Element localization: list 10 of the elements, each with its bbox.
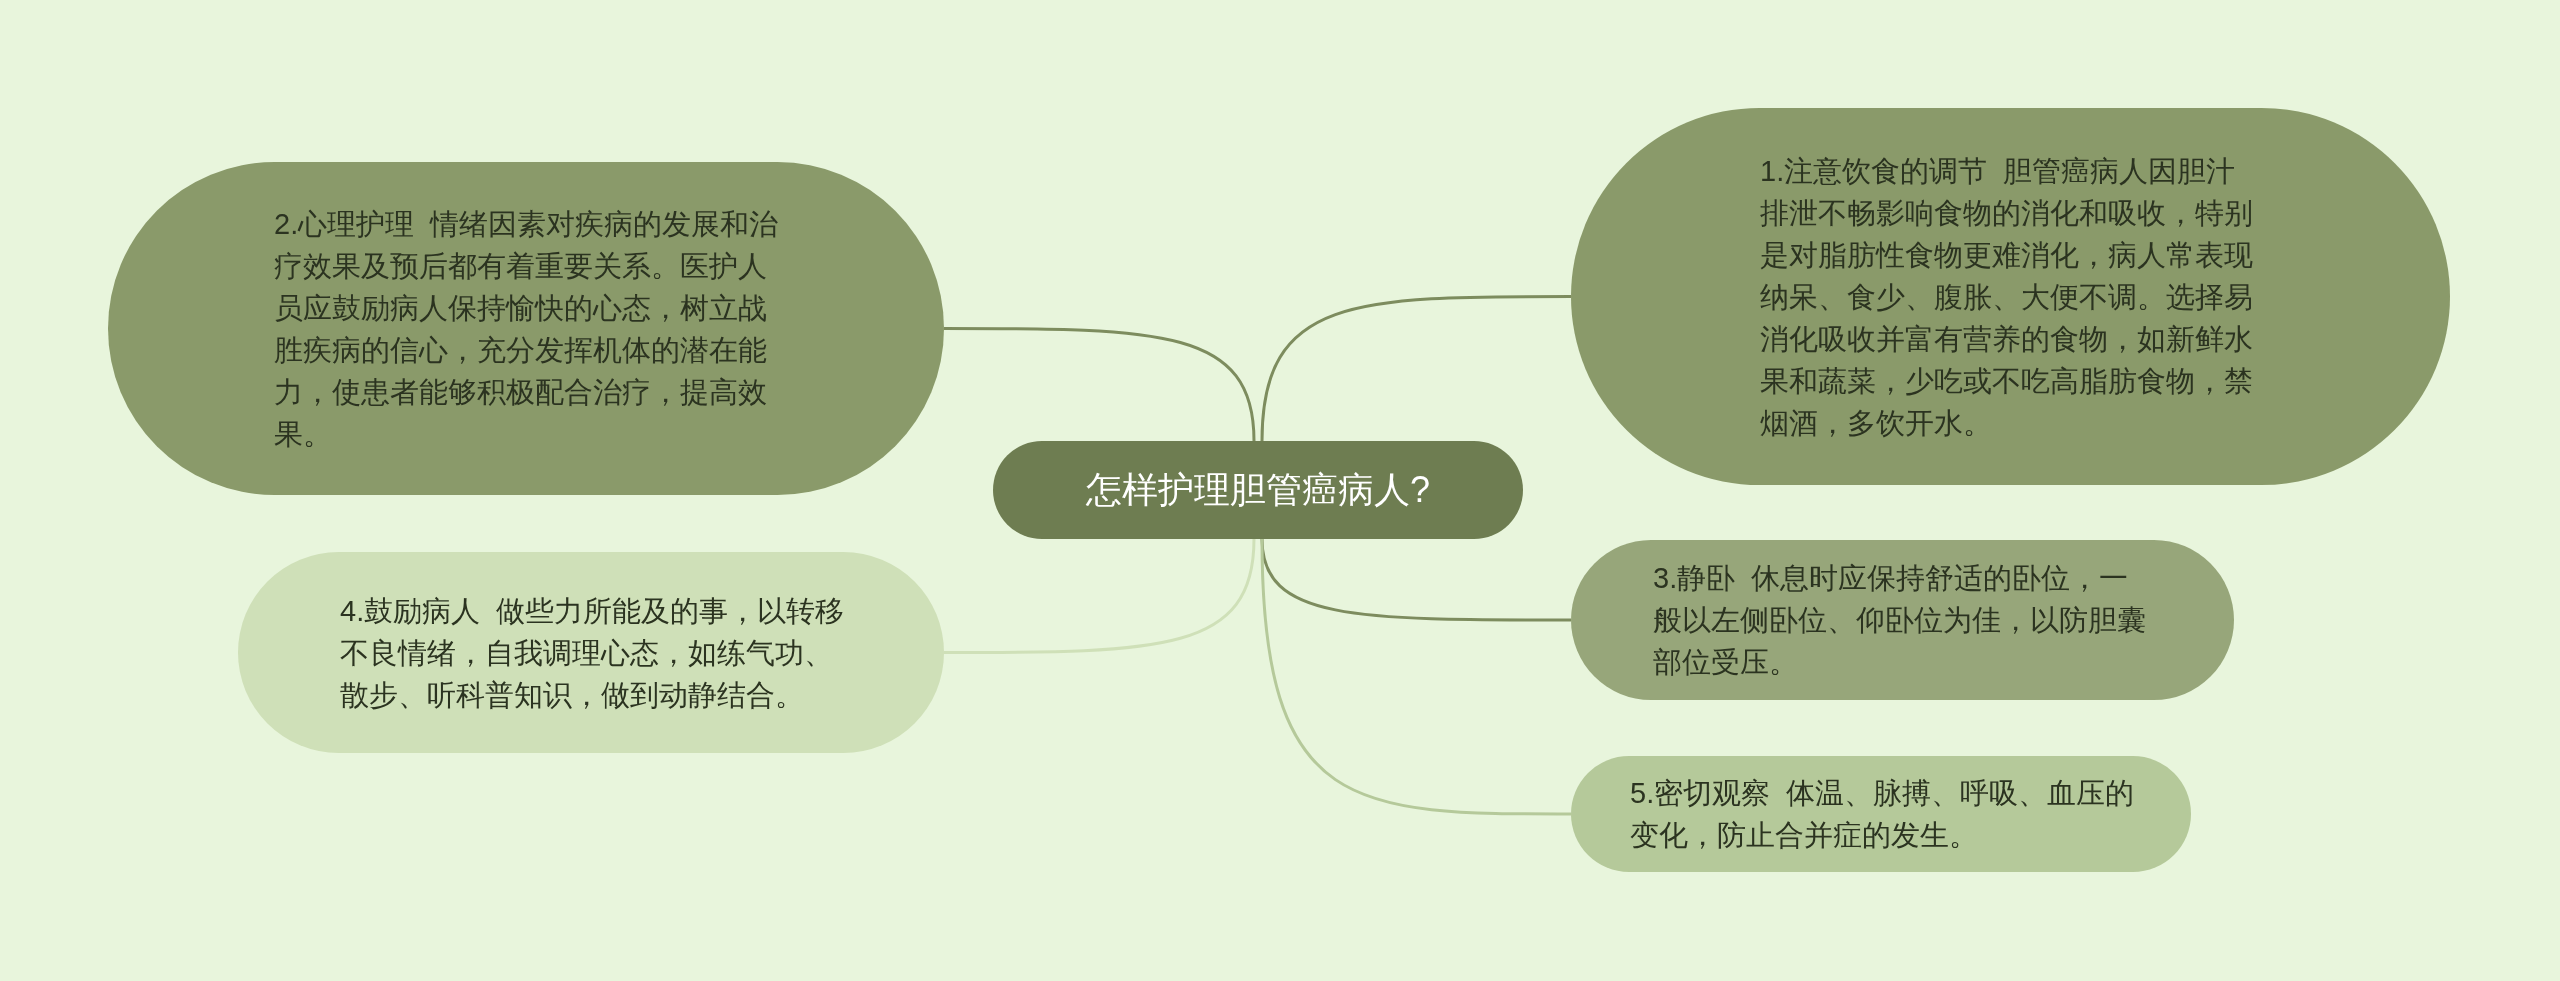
branch-text: 3.静卧 休息时应保持舒适的卧位，一般以左侧卧位、仰卧位为佳，以防胆囊部位受压。 bbox=[1653, 561, 2147, 680]
connector-line bbox=[944, 327, 1256, 442]
branch-text: 2.心理护理 情绪因素对疾病的发展和治疗效果及预后都有着重要关系。医护人员应鼓励病人保持愉快的心态，树立战胜疾病的信心，充分发挥机体的潜在能力，使患者能够积极配合治疗，提高效果。 bbox=[274, 206, 780, 452]
topic-text: 怎样护理胆管癌病人? bbox=[1085, 469, 1431, 511]
branch-text: 4.鼓励病人 做些力所能及的事，以转移不良情绪，自我调理心态，如练气功、散步、听科普知识，做到动静结合。 bbox=[340, 593, 846, 713]
connector-line bbox=[1260, 538, 1571, 816]
connector-line bbox=[944, 538, 1256, 654]
branch-text: 1.注意饮食的调节 胆管癌病人因胆汁排泄不畅影响食物的消化和吸收，特别是对脂肪性食物更难消化，病人常表现纳呆、食少、腹胀、大便不调。选择易消化吸收并富有营养的食物，如新鲜水果和蔬菜，少吃或不吃高脂肪食物，禁烟酒，多饮开水。 bbox=[1760, 153, 2254, 441]
branch-text: 5.密切观察 体温、脉搏、呼吸、血压的变化，防止合并症的发生。 bbox=[1630, 776, 2136, 853]
connector-line bbox=[1260, 295, 1571, 442]
